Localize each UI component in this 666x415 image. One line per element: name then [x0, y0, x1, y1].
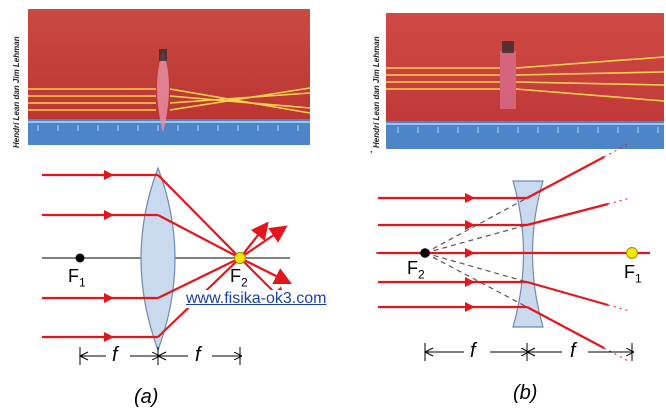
- photo-convex-lens: [28, 9, 310, 145]
- focal-length-label-a1: f: [112, 344, 118, 366]
- caption-b: (b): [513, 382, 538, 404]
- focus-label-f2-a: F2: [230, 266, 248, 290]
- caption-a: (a): [134, 386, 159, 408]
- focus-point-f1-b: [626, 247, 638, 259]
- focus-point-f2-b: [420, 248, 430, 258]
- focal-length-label-b1: f: [470, 340, 476, 362]
- focus-label-f1-b: F1: [624, 262, 642, 286]
- focus-point-f1-a: [75, 253, 85, 263]
- focus-label-f1-a: F1: [68, 266, 86, 290]
- photo-concave-lens: [386, 13, 664, 149]
- watermark-link[interactable]: www.fisika-ok3.com: [184, 290, 329, 308]
- focus-label-f2-b: F2: [407, 258, 425, 282]
- focus-point-f2-a: [234, 252, 246, 264]
- focal-length-label-a2: f: [195, 344, 201, 366]
- stray-mark: ʼ: [370, 150, 373, 162]
- focal-length-label-b2: f: [570, 340, 576, 362]
